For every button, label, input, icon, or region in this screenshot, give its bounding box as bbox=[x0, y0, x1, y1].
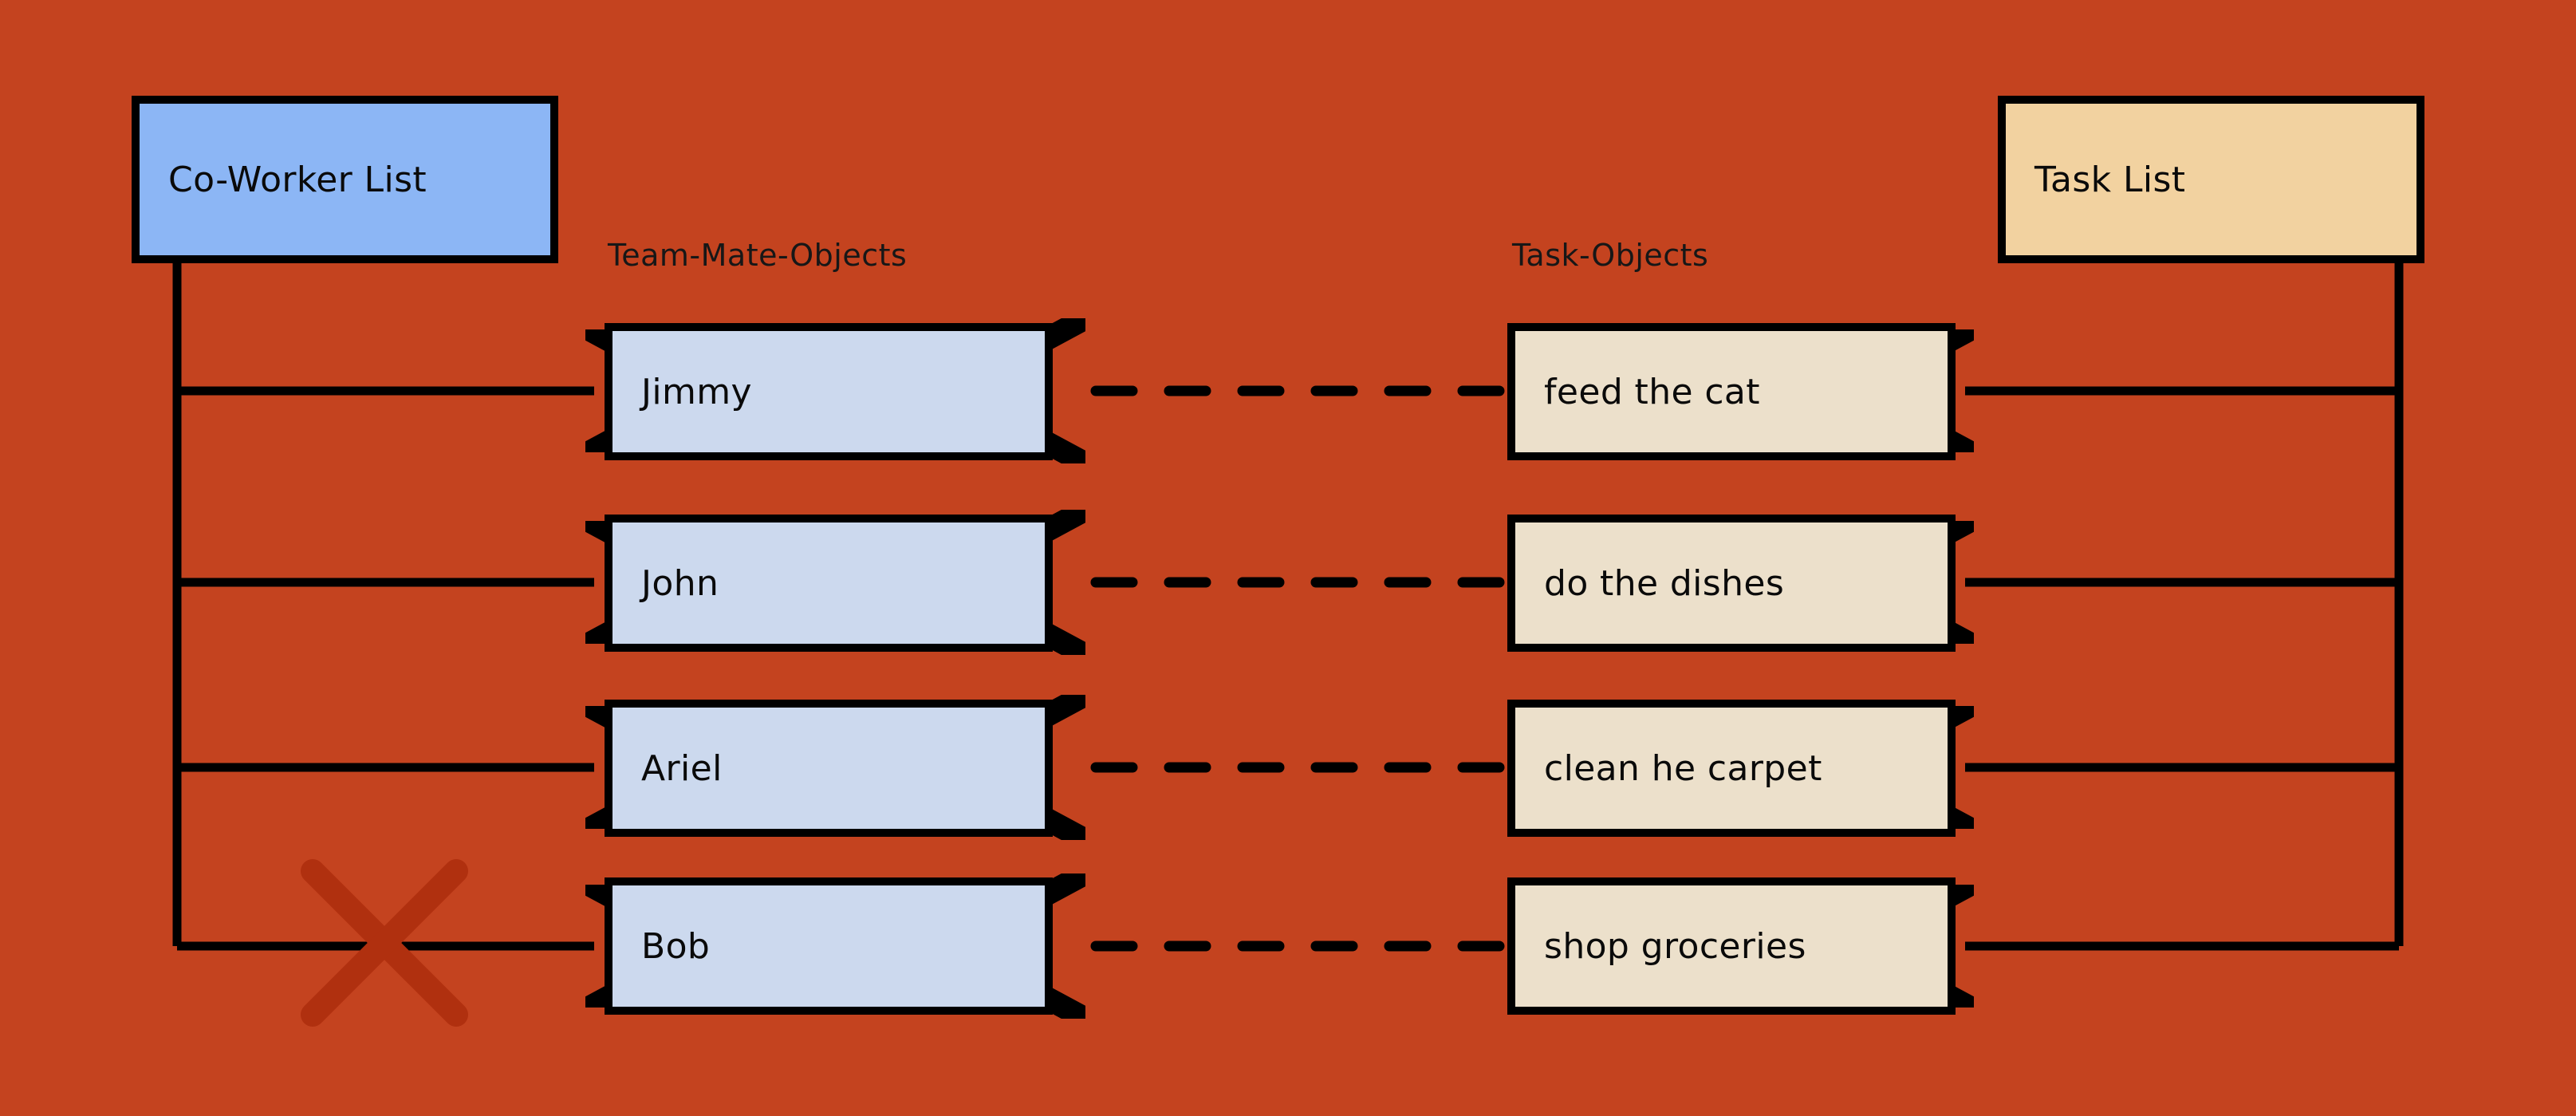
task-objects-caption: Task-Objects bbox=[1512, 238, 1709, 273]
team-mate-objects-caption: Team-Mate-Objects bbox=[608, 238, 908, 273]
task-label: clean he carpet bbox=[1544, 747, 1822, 789]
teammate-label: Jimmy bbox=[641, 371, 752, 412]
task-list-box[interactable]: Task List bbox=[1998, 96, 2424, 263]
task-box-shop-groceries[interactable]: shop groceries bbox=[1507, 877, 1956, 1015]
teammate-label: Ariel bbox=[641, 747, 723, 789]
teammate-box-bob[interactable]: Bob bbox=[605, 877, 1053, 1015]
task-box-clean-he-carpet[interactable]: clean he carpet bbox=[1507, 700, 1956, 837]
task-label: feed the cat bbox=[1544, 371, 1760, 412]
tasklist-connector-group bbox=[1965, 263, 2404, 946]
teammate-label: John bbox=[641, 562, 719, 604]
task-label: shop groceries bbox=[1544, 925, 1806, 967]
task-box-feed-the-cat[interactable]: feed the cat bbox=[1507, 323, 1956, 460]
task-label: do the dishes bbox=[1544, 562, 1785, 604]
coworker-list-box[interactable]: Co-Worker List bbox=[132, 96, 558, 263]
teammate-label: Bob bbox=[641, 925, 711, 967]
teammate-box-john[interactable]: John bbox=[605, 515, 1053, 652]
task-box-do-the-dishes[interactable]: do the dishes bbox=[1507, 515, 1956, 652]
coworker-connector-group bbox=[172, 263, 594, 946]
task-to-teammate-links bbox=[1075, 391, 1505, 946]
coworker-list-label: Co-Worker List bbox=[168, 159, 427, 200]
teammate-box-jimmy[interactable]: Jimmy bbox=[605, 323, 1053, 460]
teammate-box-ariel[interactable]: Ariel bbox=[605, 700, 1053, 837]
task-list-label: Task List bbox=[2034, 159, 2186, 200]
red-x-mark bbox=[301, 859, 468, 1027]
